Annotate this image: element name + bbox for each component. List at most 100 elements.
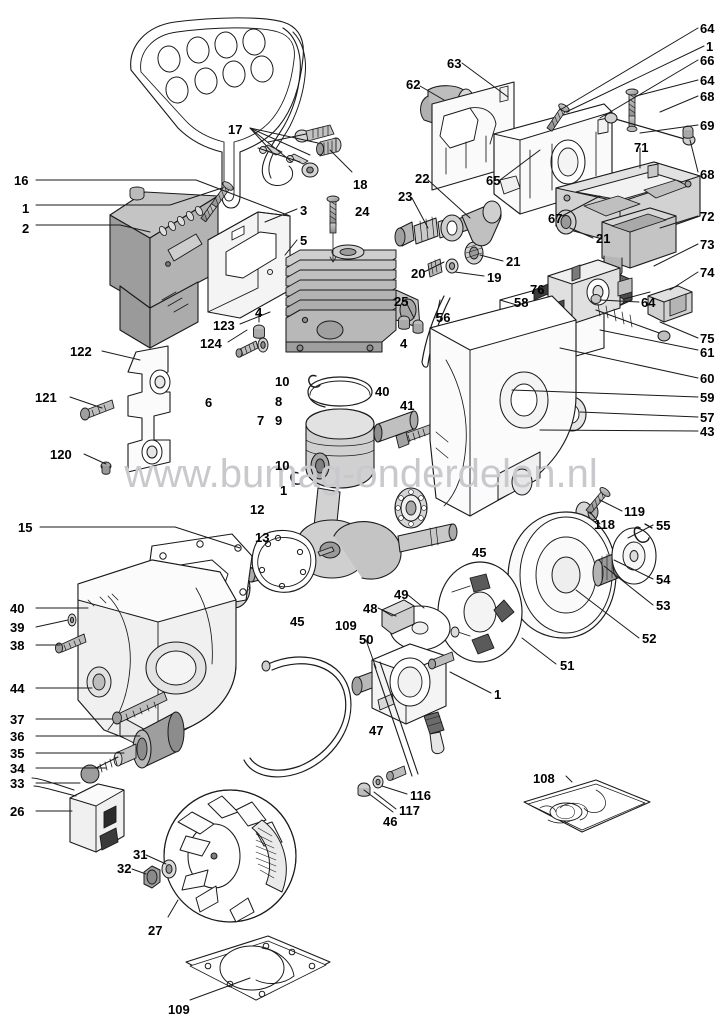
part-muffler — [109, 186, 219, 349]
part-24-screw — [326, 195, 340, 263]
callout-number-59: 59 — [700, 390, 715, 405]
part-27-flywheel — [163, 789, 297, 923]
part-108-diaphragm-kit — [523, 779, 651, 833]
part-33-cap — [80, 764, 100, 784]
part-1-oilpump-screw — [427, 651, 455, 670]
part-68-nut-a — [682, 125, 694, 139]
callout-number-68: 68 — [700, 89, 715, 104]
callout-number-54: 54 — [656, 572, 671, 587]
callout-number-62: 62 — [406, 77, 421, 92]
callout-number-48: 48 — [363, 601, 378, 616]
callout-number-37: 37 — [10, 712, 25, 727]
part-109-gasket-bottom — [185, 935, 331, 1001]
callout-number-119: 119 — [624, 504, 645, 519]
part-69-rod — [604, 112, 696, 146]
part-39-washer — [67, 613, 77, 627]
part-64-screw-a — [625, 88, 639, 133]
callout-number-4: 4 — [400, 336, 408, 351]
part-38-bolt — [54, 633, 87, 654]
part-gasket-109-mid — [251, 529, 317, 593]
callout-number-34: 34 — [10, 761, 25, 776]
callout-number-9: 9 — [275, 413, 283, 428]
callout-number-21: 21 — [506, 254, 521, 269]
callout-number-5: 5 — [300, 233, 308, 248]
callout-number-7: 7 — [257, 413, 265, 428]
callout-number-8: 8 — [275, 394, 283, 409]
part-19-ring — [445, 258, 459, 274]
part-25-nut — [412, 319, 424, 334]
callout-number-61: 61 — [700, 345, 715, 360]
part-121-bolt — [80, 399, 115, 421]
callout-number-65: 65 — [486, 173, 501, 188]
part-50-housing — [351, 643, 447, 725]
part-13-key — [317, 546, 335, 557]
callout-number-22: 22 — [415, 171, 430, 186]
part-117-washer — [372, 775, 384, 789]
part-piston — [305, 408, 375, 489]
callout-number-120: 120 — [50, 447, 72, 462]
callout-number-58: 58 — [514, 295, 529, 310]
part-circlip-top — [308, 374, 321, 388]
callout-number-116: 116 — [410, 788, 431, 803]
part-35-fitting — [113, 743, 137, 767]
callout-number-15: 15 — [18, 520, 33, 535]
part-circlip-bottom — [290, 471, 303, 485]
callout-number-118: 118 — [594, 517, 615, 532]
callout-number-25: 25 — [394, 294, 409, 309]
part-crankcase — [77, 559, 237, 757]
callout-number-27: 27 — [148, 923, 163, 938]
part-41-bolt — [395, 423, 435, 449]
part-122-bracket — [127, 345, 171, 473]
part-heat-shield — [207, 211, 291, 319]
part-43-crankcase-right — [429, 295, 577, 517]
callout-number-72: 72 — [700, 209, 715, 224]
callout-number-55: 55 — [656, 518, 671, 533]
callout-number-56: 56 — [436, 310, 451, 325]
part-37-screw — [112, 691, 168, 725]
part-4-nut-left — [253, 324, 265, 339]
callout-number-39: 39 — [10, 620, 25, 635]
callout-number-67: 67 — [548, 211, 563, 226]
callout-number-66: 66 — [700, 53, 715, 68]
callout-number-64: 64 — [700, 73, 715, 88]
callout-number-6: 6 — [205, 395, 213, 410]
callout-number-117: 117 — [399, 803, 420, 818]
callout-number-21: 21 — [596, 231, 611, 246]
callout-number-24: 24 — [355, 204, 370, 219]
part-36-oil-pump — [132, 711, 185, 769]
callout-number-74: 74 — [700, 265, 715, 280]
callout-number-19: 19 — [487, 270, 502, 285]
callout-number-50: 50 — [359, 632, 374, 647]
part-20-fitting — [427, 258, 443, 278]
callout-number-40: 40 — [375, 384, 390, 399]
callout-number-121: 121 — [35, 390, 57, 405]
callout-number-45: 45 — [290, 614, 305, 629]
part-32-nut — [143, 865, 161, 889]
callout-number-49: 49 — [394, 587, 409, 602]
callout-number-63: 63 — [447, 56, 462, 71]
part-26-ignition-coil — [31, 777, 125, 853]
part-116-screw — [386, 765, 407, 782]
callout-number-1: 1 — [494, 687, 502, 702]
callout-number-33: 33 — [10, 776, 25, 791]
callout-number-71: 71 — [634, 140, 649, 155]
part-47-oil-hose — [243, 656, 419, 778]
callout-number-51: 51 — [560, 658, 575, 673]
part-22-plug-boot — [440, 200, 502, 247]
callout-number-60: 60 — [700, 371, 715, 386]
callout-number-46: 46 — [383, 814, 398, 829]
part-handle-guard — [130, 17, 306, 209]
callout-number-18: 18 — [353, 177, 368, 192]
part-bearing-right — [394, 487, 428, 529]
part-54-washer — [611, 527, 657, 585]
callout-number-13: 13 — [255, 530, 270, 545]
part-cylinder — [285, 244, 421, 353]
callout-number-68: 68 — [700, 167, 715, 182]
callout-number-40: 40 — [10, 601, 25, 616]
callout-number-1: 1 — [706, 39, 714, 54]
callout-number-4: 4 — [255, 305, 263, 320]
callout-number-45: 45 — [472, 545, 487, 560]
callout-number-123: 123 — [213, 318, 235, 333]
callout-number-75: 75 — [700, 331, 715, 346]
